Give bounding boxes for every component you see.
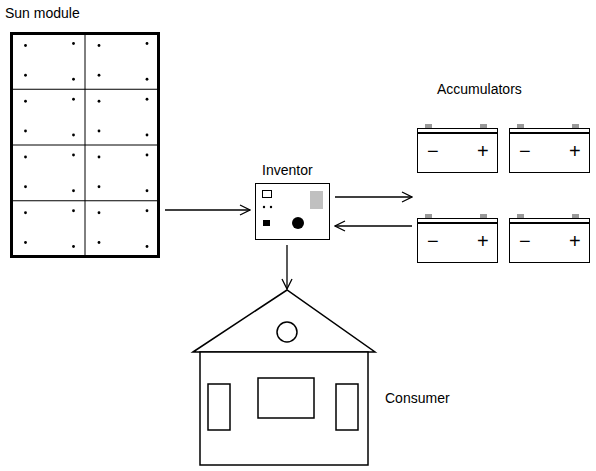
terminal-sign: − <box>427 231 439 251</box>
terminal-sign: + <box>569 141 581 161</box>
node-label: Sun module <box>5 5 80 22</box>
terminal-sign: − <box>427 141 439 161</box>
node-label: Consumer <box>385 390 450 407</box>
consumer-house: Consumer <box>190 288 465 469</box>
flow-arrow <box>335 196 412 197</box>
battery <box>509 214 590 263</box>
flow-arrow <box>165 209 250 210</box>
consumer-house-art <box>190 288 465 469</box>
terminal-sign: − <box>519 231 531 251</box>
node-label: Accumulators <box>437 81 522 98</box>
terminal-sign: + <box>569 231 581 251</box>
terminal-sign: − <box>519 141 531 161</box>
flow-arrow <box>335 225 412 226</box>
solar-panel <box>11 33 159 257</box>
battery <box>417 124 498 173</box>
terminal-sign: + <box>477 141 489 161</box>
battery <box>417 214 498 263</box>
house <box>193 290 375 465</box>
flow-arrow <box>286 245 287 289</box>
sun-module-art <box>5 5 165 261</box>
battery <box>509 124 590 173</box>
node-label: Inventor <box>262 162 313 179</box>
accumulator-bank: Accumulators <box>412 78 594 268</box>
sun-module: Sun module <box>5 5 165 261</box>
inverter-box: Inventor <box>250 160 335 242</box>
accumulator-bank-art <box>412 78 594 268</box>
inverter-device <box>256 184 330 240</box>
terminal-sign: + <box>477 231 489 251</box>
